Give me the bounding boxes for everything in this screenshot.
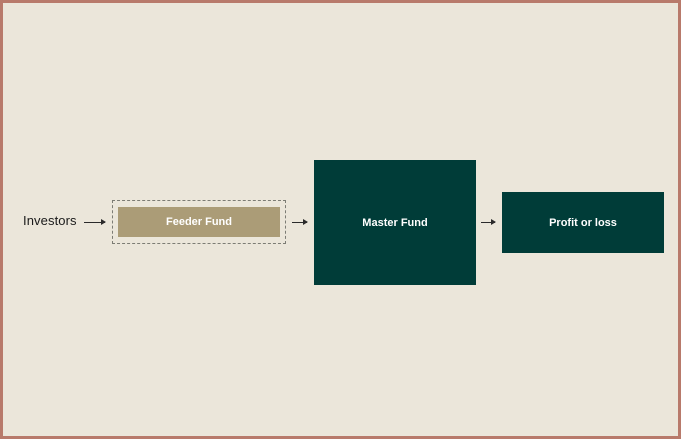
arrow-right-icon [84, 219, 106, 225]
feeder-fund-box: Feeder Fund [118, 207, 280, 237]
investors-label: Investors [23, 213, 77, 228]
arrow-right-icon [481, 219, 496, 225]
profit-or-loss-label: Profit or loss [549, 216, 617, 229]
feeder-fund-label: Feeder Fund [165, 216, 232, 228]
master-fund-label: Master Fund [362, 216, 428, 229]
arrow-right-icon [292, 219, 308, 225]
master-fund-box: Master Fund [314, 160, 476, 285]
profit-or-loss-box: Profit or loss [502, 192, 664, 253]
feeder-fund-dashed-outline [112, 200, 286, 244]
